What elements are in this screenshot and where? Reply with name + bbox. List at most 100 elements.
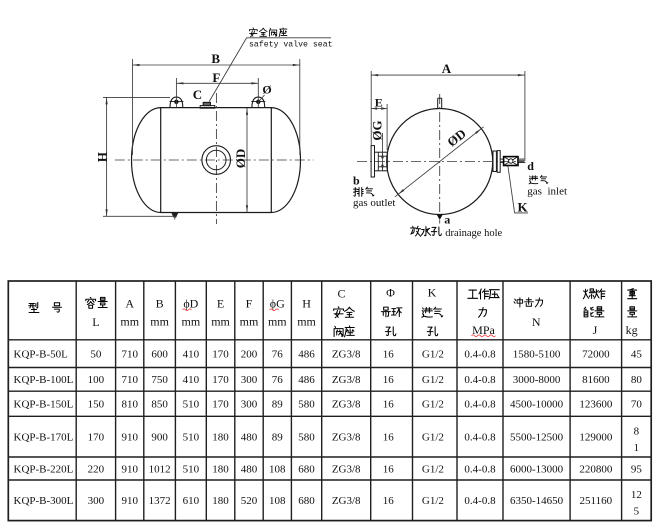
svg-text:ZG3/8: ZG3/8	[332, 399, 361, 411]
svg-text:F: F	[246, 296, 253, 310]
svg-text:mm: mm	[120, 315, 139, 329]
svg-text:ØG: ØG	[370, 120, 385, 140]
svg-text:G1/2: G1/2	[422, 431, 444, 443]
svg-text:ϕG: ϕG	[270, 296, 285, 310]
svg-text:0.4-0.8: 0.4-0.8	[464, 399, 496, 411]
svg-text:150: 150	[88, 399, 105, 411]
svg-text:N: N	[532, 315, 541, 329]
svg-text:300: 300	[241, 374, 258, 386]
svg-text:220800: 220800	[579, 463, 613, 475]
svg-text:108: 108	[269, 495, 286, 507]
svg-text:0.4-0.8: 0.4-0.8	[464, 348, 496, 360]
svg-text:910: 910	[121, 463, 138, 475]
svg-text:KQP-B-150L: KQP-B-150L	[14, 399, 74, 411]
svg-text:850: 850	[151, 399, 168, 411]
svg-text:ϕD: ϕD	[183, 296, 198, 310]
svg-text:5500-12500: 5500-12500	[510, 431, 564, 443]
svg-text:ØD: ØD	[233, 149, 248, 169]
svg-text:510: 510	[183, 399, 200, 411]
svg-text:KQP-B-170L: KQP-B-170L	[14, 431, 74, 443]
svg-text:123600: 123600	[579, 399, 613, 411]
svg-text:G1/2: G1/2	[422, 374, 444, 386]
svg-text:180: 180	[212, 463, 229, 475]
svg-text:0.4-0.8: 0.4-0.8	[464, 495, 496, 507]
svg-text:ZG3/8: ZG3/8	[332, 463, 361, 475]
svg-text:100: 100	[88, 374, 105, 386]
svg-text:mm: mm	[182, 315, 201, 329]
svg-text:ZG3/8: ZG3/8	[332, 495, 361, 507]
svg-text:Ø: Ø	[262, 83, 271, 97]
svg-text:480: 480	[241, 463, 258, 475]
svg-text:ØD: ØD	[444, 126, 469, 150]
svg-text:95: 95	[631, 463, 643, 475]
svg-text:gas outlet: gas outlet	[353, 197, 395, 209]
svg-text:76: 76	[272, 374, 284, 386]
svg-text:16: 16	[383, 431, 395, 443]
svg-text:680: 680	[298, 463, 315, 475]
svg-text:520: 520	[241, 495, 258, 507]
svg-text:G1/2: G1/2	[422, 399, 444, 411]
svg-text:486: 486	[298, 374, 315, 386]
svg-text:8: 8	[634, 425, 640, 437]
svg-text:F: F	[212, 70, 220, 85]
svg-text:G1/2: G1/2	[422, 495, 444, 507]
svg-text:KQP-B-50L: KQP-B-50L	[14, 348, 69, 360]
svg-text:mm: mm	[211, 315, 230, 329]
svg-text:910: 910	[121, 495, 138, 507]
svg-text:16: 16	[383, 399, 395, 411]
svg-text:6350-14650: 6350-14650	[510, 495, 564, 507]
svg-text:600: 600	[151, 348, 168, 360]
svg-text:180: 180	[212, 431, 229, 443]
svg-text:12: 12	[631, 489, 642, 501]
svg-text:K: K	[428, 286, 437, 300]
svg-text:580: 580	[298, 431, 315, 443]
svg-text:KQP-B-100L: KQP-B-100L	[14, 374, 74, 386]
svg-text:ZG3/8: ZG3/8	[332, 374, 361, 386]
svg-text:80: 80	[631, 374, 643, 386]
svg-text:3000-8000: 3000-8000	[513, 374, 561, 386]
svg-text:B: B	[156, 296, 164, 310]
svg-text:G1/2: G1/2	[422, 463, 444, 475]
svg-text:170: 170	[88, 431, 105, 443]
svg-text:410: 410	[183, 348, 200, 360]
svg-text:mm: mm	[268, 315, 287, 329]
svg-text:610: 610	[183, 495, 200, 507]
svg-text:410: 410	[183, 374, 200, 386]
svg-text:810: 810	[121, 399, 138, 411]
svg-text:170: 170	[212, 374, 229, 386]
svg-text:drainage hole: drainage hole	[445, 228, 502, 239]
svg-text:910: 910	[121, 431, 138, 443]
svg-text:220: 220	[88, 463, 105, 475]
svg-text:C: C	[337, 286, 345, 300]
svg-text:1372: 1372	[149, 495, 171, 507]
svg-text:16: 16	[383, 348, 395, 360]
svg-text:L: L	[92, 315, 99, 329]
svg-text:d: d	[527, 159, 534, 173]
svg-text:MPa: MPa	[472, 323, 495, 337]
svg-text:1580-5100: 1580-5100	[513, 348, 561, 360]
svg-text:KQP-B-220L: KQP-B-220L	[14, 463, 74, 475]
svg-text:89: 89	[272, 431, 284, 443]
svg-text:G1/2: G1/2	[422, 348, 444, 360]
svg-text:45: 45	[631, 348, 643, 360]
svg-text:0.4-0.8: 0.4-0.8	[464, 374, 496, 386]
svg-text:J: J	[593, 323, 598, 337]
svg-text:89: 89	[272, 399, 284, 411]
svg-text:50: 50	[90, 348, 102, 360]
svg-text:mm: mm	[150, 315, 169, 329]
svg-text:E: E	[375, 95, 383, 109]
svg-text:180: 180	[212, 495, 229, 507]
svg-text:580: 580	[298, 399, 315, 411]
svg-text:710: 710	[121, 348, 138, 360]
svg-text:300: 300	[88, 495, 105, 507]
svg-text:200: 200	[241, 348, 258, 360]
svg-text:KQP-B-300L: KQP-B-300L	[14, 495, 74, 507]
svg-text:E: E	[217, 296, 224, 310]
svg-text:K: K	[518, 200, 529, 215]
svg-text:16: 16	[383, 374, 395, 386]
svg-text:kg: kg	[626, 323, 638, 337]
svg-text:Φ: Φ	[386, 286, 395, 300]
svg-text:300: 300	[241, 399, 258, 411]
svg-text:mm: mm	[297, 315, 316, 329]
svg-text:safety valve seat: safety valve seat	[249, 40, 333, 50]
